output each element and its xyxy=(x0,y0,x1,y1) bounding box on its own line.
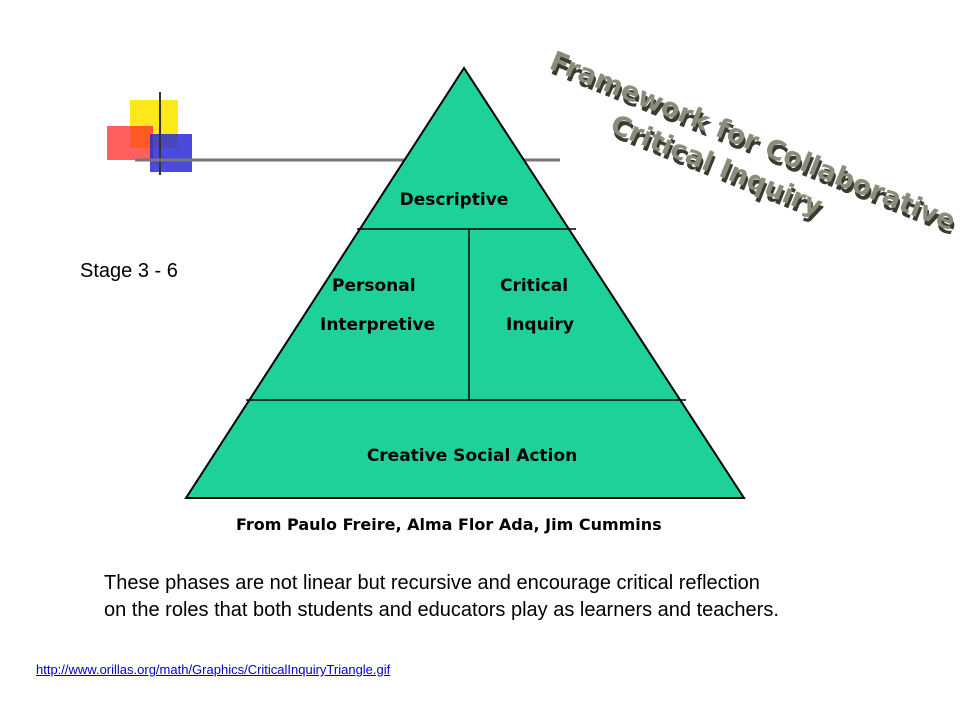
critical-inquiry-label-line1: Critical xyxy=(500,276,568,296)
critical-inquiry-triangle xyxy=(184,66,746,499)
stage-label: Stage 3 - 6 xyxy=(80,260,178,282)
blue-square xyxy=(150,134,192,172)
descriptive-label: Descriptive xyxy=(400,190,509,210)
caption: These phases are not linear but recursiv… xyxy=(104,570,924,624)
personal-interpretive-label-line2: Interpretive xyxy=(320,315,435,335)
personal-interpretive-label-line1: Personal xyxy=(332,276,416,296)
triangle-group: Descriptive Personal Interpretive Critic… xyxy=(184,66,746,499)
red-square xyxy=(107,126,153,160)
caption-line1: These phases are not linear but recursiv… xyxy=(104,572,760,594)
diagram-credit: From Paulo Freire, Alma Flor Ada, Jim Cu… xyxy=(236,515,662,534)
source-link[interactable]: http://www.orillas.org/math/Graphics/Cri… xyxy=(36,662,391,677)
wordart-title: Framework for Collaborative Framework fo… xyxy=(545,46,960,242)
creative-social-action-label: Creative Social Action xyxy=(367,446,577,466)
caption-line2: on the roles that both students and educ… xyxy=(104,599,779,621)
decorative-squares-ornament xyxy=(107,92,560,175)
critical-inquiry-label-line2: Inquiry xyxy=(506,315,574,335)
